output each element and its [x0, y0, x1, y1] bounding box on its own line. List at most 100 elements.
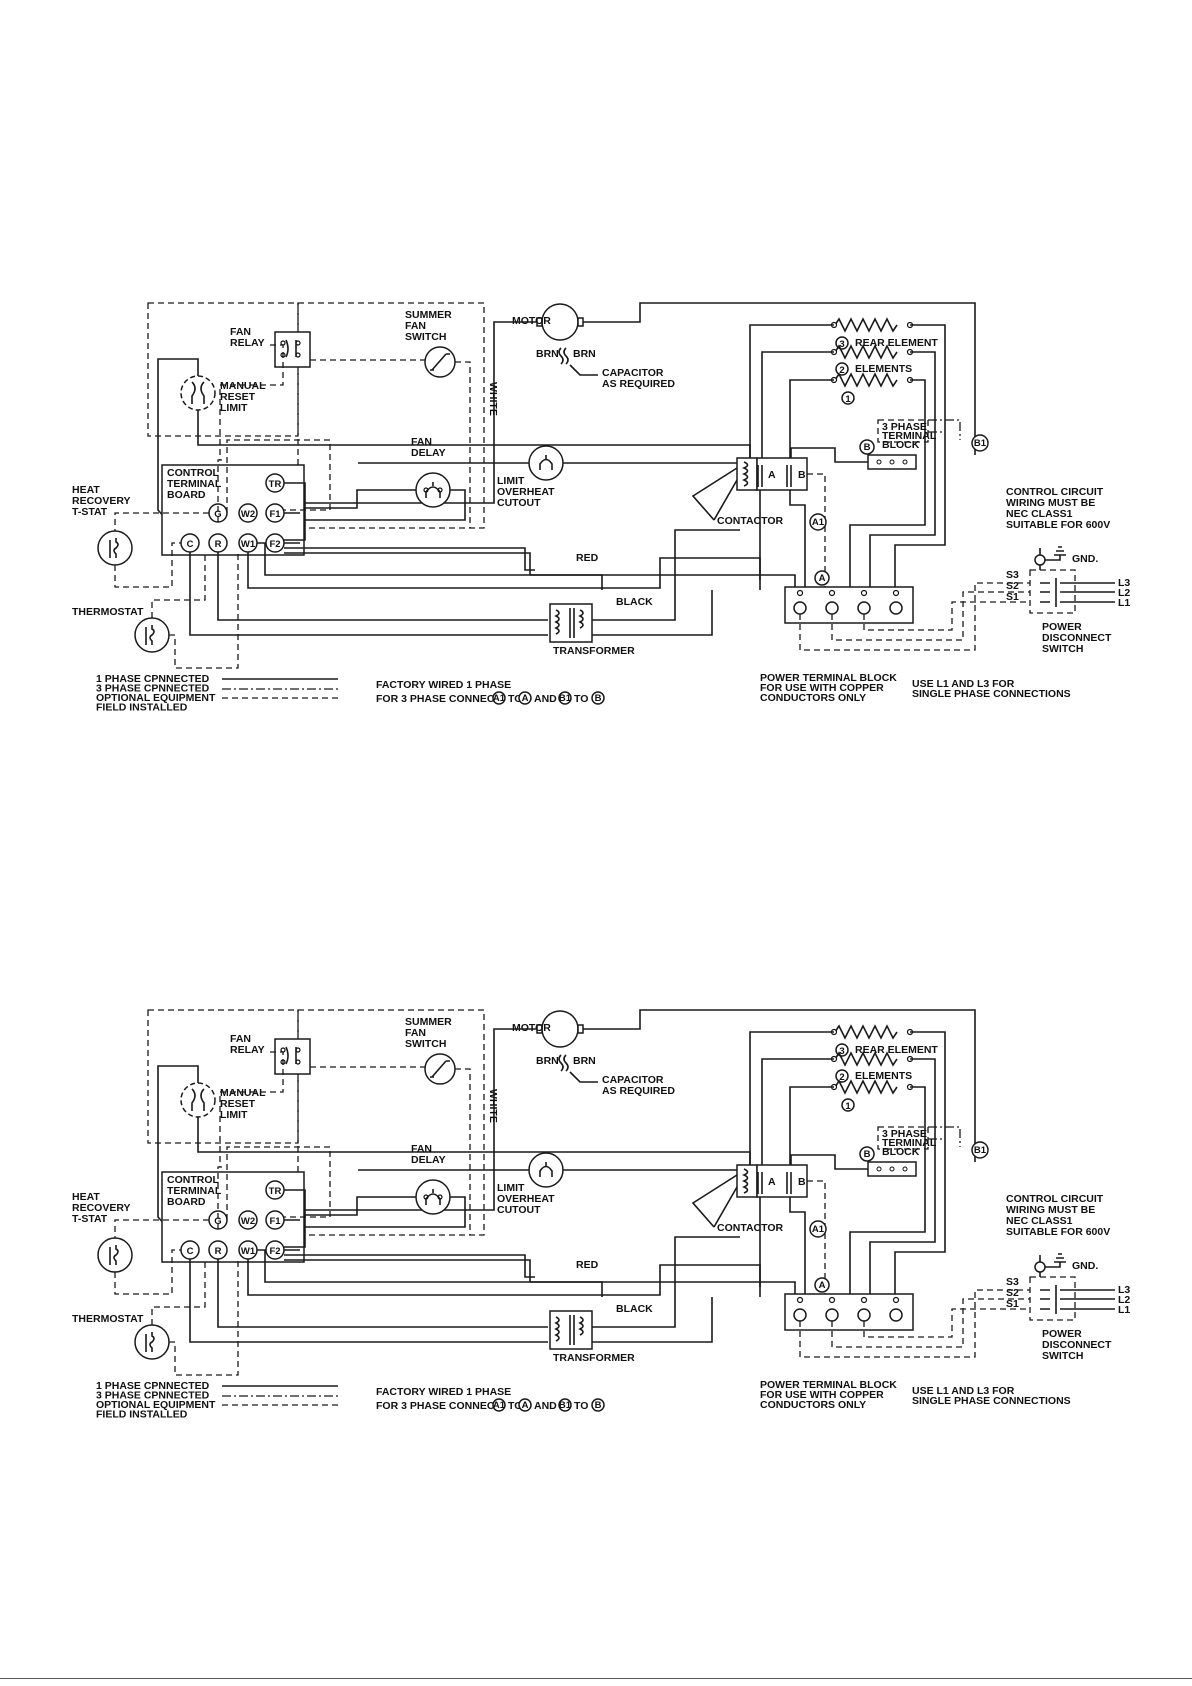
- svg-text:W1: W1: [241, 1246, 256, 1257]
- s3-label: S3: [1006, 1276, 1019, 1288]
- svg-text:1: 1: [845, 1101, 851, 1112]
- fan-relay-symbol: [274, 331, 311, 368]
- elements-label: ELEMENTS: [855, 1070, 912, 1082]
- l3-label: L3: [1118, 577, 1130, 589]
- svg-text:2: 2: [839, 1072, 844, 1083]
- s3-label: S3: [1006, 569, 1019, 581]
- svg-text:B1: B1: [974, 1145, 987, 1156]
- svg-text:W1: W1: [241, 539, 256, 550]
- gnd-label: GND.: [1072, 1260, 1098, 1272]
- element-2: 2: [830, 344, 914, 376]
- red-wire-label: RED: [576, 552, 599, 564]
- terminal-f2: F2: [265, 533, 285, 553]
- s1-label: S1: [1006, 591, 1019, 603]
- svg-text:F2: F2: [269, 1246, 280, 1257]
- svg-text:F2: F2: [269, 539, 280, 550]
- svg-text:A: A: [522, 1400, 529, 1411]
- svg-text:F1: F1: [269, 509, 281, 520]
- svg-text:F1: F1: [269, 1216, 281, 1227]
- brn-left-label: BRN: [536, 348, 559, 360]
- s1-label: S1: [1006, 1298, 1019, 1310]
- element-1: 1: [830, 1079, 914, 1112]
- connect-markers: A1 A B1 B: [492, 691, 605, 705]
- s2-label: S2: [1006, 580, 1019, 592]
- brn-right-label: BRN: [573, 1055, 596, 1067]
- svg-text:A1: A1: [493, 1400, 506, 1411]
- svg-text:A1: A1: [493, 693, 506, 704]
- contactor-contacts: [756, 457, 808, 491]
- white-wire-label: WHITE: [487, 1089, 499, 1123]
- contactor-label: CONTACTOR: [717, 1222, 784, 1234]
- red-wire-label: RED: [576, 1259, 599, 1271]
- marker-a1: A1: [809, 1220, 827, 1238]
- svg-text:A1: A1: [812, 1224, 825, 1235]
- black-wire-label: BLACK: [616, 596, 653, 608]
- factory-wired-note: FACTORY WIRED 1 PHASE: [376, 679, 511, 691]
- contactor-a-label: A: [768, 1176, 776, 1188]
- terminal-r: R: [208, 533, 228, 553]
- power-disconnect-switch-box: [1029, 1276, 1076, 1321]
- l2-label: L2: [1118, 587, 1130, 599]
- power-disconnect-switch-box: [1029, 569, 1076, 614]
- terminal-w1: W1: [238, 1240, 258, 1260]
- thermostat-label: THERMOSTAT: [72, 606, 144, 618]
- rear-element-3: 3: [830, 317, 914, 350]
- svg-text:C: C: [187, 1246, 194, 1257]
- terminal-r: R: [208, 1240, 228, 1260]
- svg-text:C: C: [187, 539, 194, 550]
- terminal-f2: F2: [265, 1240, 285, 1260]
- contactor-a-label: A: [768, 469, 776, 481]
- svg-text:1: 1: [845, 394, 851, 405]
- brn-right-label: BRN: [573, 348, 596, 360]
- contactor-b-label: B: [798, 469, 806, 481]
- svg-text:3: 3: [839, 339, 844, 350]
- connect-markers: A1 A B1 B: [492, 1398, 605, 1412]
- three-phase-terminal-block-outline: [877, 419, 929, 443]
- marker-a: A: [814, 1277, 830, 1293]
- gnd-label: GND.: [1072, 553, 1098, 565]
- fan-delay-symbol: [415, 472, 451, 508]
- marker-b1: B1: [971, 1141, 989, 1159]
- rear-element-label: REAR ELEMENT: [855, 337, 938, 349]
- manual-reset-limit-symbol: [180, 375, 216, 411]
- svg-text:A1: A1: [812, 517, 825, 528]
- svg-text:B: B: [595, 1400, 602, 1411]
- terminal-w1: W1: [238, 533, 258, 553]
- summer-fan-switch-dashed-enclosure: [297, 302, 485, 529]
- svg-text:A: A: [522, 693, 529, 704]
- terminal-tr: TR: [265, 1180, 285, 1200]
- transformer-label: TRANSFORMER: [553, 645, 635, 657]
- l1-label: L1: [1118, 597, 1130, 609]
- marker-b: B: [859, 1146, 875, 1162]
- svg-text:B1: B1: [974, 438, 987, 449]
- page-bottom-rule: [0, 1678, 1192, 1686]
- l3-label: L3: [1118, 1284, 1130, 1296]
- l2-label: L2: [1118, 1294, 1130, 1306]
- svg-text:W2: W2: [241, 1216, 255, 1227]
- white-wire-label: WHITE: [487, 382, 499, 416]
- three-phase-terminal-block-outline: [877, 1126, 929, 1150]
- limit-overheat-cutout-symbol: [528, 445, 564, 481]
